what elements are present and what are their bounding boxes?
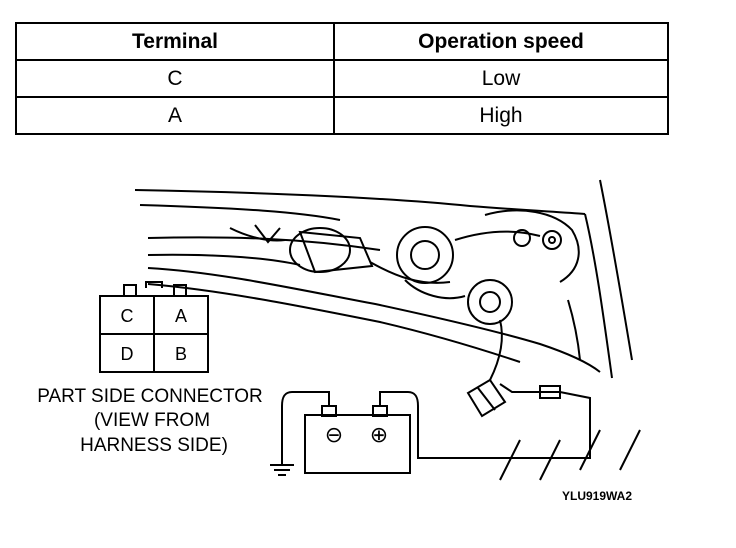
caption-line-2: (VIEW FROM [94, 410, 210, 431]
connector-caption: PART SIDE CONNECTOR (VIEW FROM HARNESS S… [37, 386, 263, 456]
figure-code: YLU919WA2 [562, 489, 632, 503]
battery-positive-icon: ⊕ [370, 423, 388, 448]
pin-label-a: A [175, 306, 187, 326]
cell-terminal: A [15, 96, 335, 135]
pin-label-b: B [175, 344, 187, 364]
pin-label-d: D [121, 344, 134, 364]
table-row: C Low [15, 59, 669, 98]
cell-speed: Low [333, 59, 669, 98]
cell-terminal: C [15, 59, 335, 98]
battery: ⊖ ⊕ [304, 405, 411, 474]
table-row: A High [15, 96, 669, 135]
header-operation-speed: Operation speed [333, 22, 669, 61]
terminal-speed-table: Terminal Operation speed C Low A High [15, 22, 669, 135]
cell-speed: High [333, 96, 669, 135]
table-header-row: Terminal Operation speed [15, 22, 669, 61]
battery-negative-icon: ⊖ [325, 423, 343, 448]
ground-icon [270, 450, 294, 476]
harness-connector [466, 319, 507, 418]
header-terminal: Terminal [15, 22, 335, 61]
caption-line-3: HARNESS SIDE) [80, 435, 228, 456]
caption-line-1: PART SIDE CONNECTOR [37, 386, 263, 407]
jumper-wires [281, 383, 591, 459]
connector-face: C A D B [99, 281, 209, 373]
wiper-motor [289, 226, 562, 325]
pin-label-c: C [121, 306, 134, 326]
